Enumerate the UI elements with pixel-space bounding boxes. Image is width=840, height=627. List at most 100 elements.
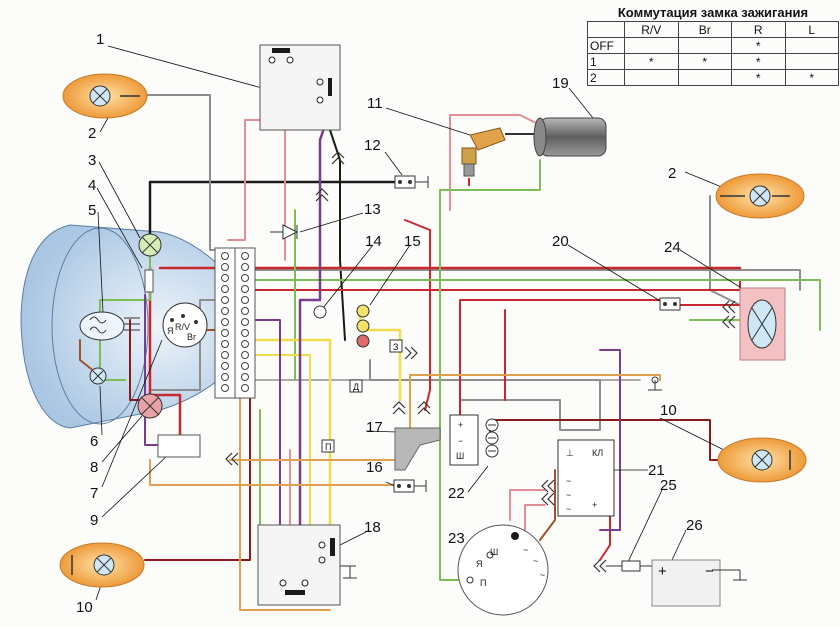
turn-signal-lamp-rear-left xyxy=(59,542,145,588)
relay-regulator: + − Ш xyxy=(449,414,499,466)
flasher-relay xyxy=(739,287,786,361)
terminal-screw xyxy=(221,285,229,293)
terminal-screw xyxy=(241,351,249,359)
wire-black xyxy=(148,180,402,247)
callout-23: 23 xyxy=(448,530,465,547)
wire-green xyxy=(439,159,541,581)
relay-minus: − xyxy=(458,436,463,446)
callout-leaders xyxy=(95,45,749,601)
terminal-screw xyxy=(241,307,249,315)
wire-grey xyxy=(149,299,229,391)
terminal-screw xyxy=(241,373,249,381)
terminal-screw xyxy=(241,329,249,337)
table-cell: * xyxy=(784,69,839,86)
ignition-switching-table: Коммутация замка зажигания R/V Br R L OF… xyxy=(587,4,839,86)
callout-10: 10 xyxy=(660,402,677,419)
callout-11: 11 xyxy=(367,95,383,112)
top-switch-block xyxy=(259,44,341,131)
reg-kl: КЛ xyxy=(592,448,603,458)
ac-symbol: ~ xyxy=(533,556,538,566)
wire-pink xyxy=(524,504,546,541)
neutral-switch xyxy=(659,297,681,311)
terminal-screw xyxy=(241,318,249,326)
turn-signal-lamp-front-right xyxy=(715,173,805,219)
resistor-element xyxy=(144,269,154,293)
wire-brown xyxy=(79,339,96,373)
terminal-screw xyxy=(241,252,249,260)
wire-orange xyxy=(239,394,331,611)
table-row: 2 * * xyxy=(587,69,839,86)
switch-label-ya: Я xyxy=(167,326,174,336)
callout-14: 14 xyxy=(365,233,382,250)
table-row-label: 2 xyxy=(587,69,625,86)
brake-switch-rear xyxy=(393,479,427,493)
callout-2: 2 xyxy=(88,125,96,142)
callout-20: 20 xyxy=(552,233,569,250)
relay-sh: Ш xyxy=(456,451,464,461)
callout-26: 26 xyxy=(686,517,703,534)
generator: Я Ш П ~ ~ ~ xyxy=(457,524,549,616)
interrupter-relay xyxy=(157,434,201,458)
box-label-p: П xyxy=(325,442,331,452)
battery: + − xyxy=(651,559,747,607)
terminal-screw xyxy=(221,296,229,304)
connector-chevrons xyxy=(315,151,736,573)
ground-symbol xyxy=(648,376,662,391)
reg-plus: + xyxy=(592,500,597,510)
callout-25: 25 xyxy=(660,477,677,494)
callout-18: 18 xyxy=(364,519,381,536)
ignition-switch: R/V Br Я xyxy=(162,302,208,348)
wire-black xyxy=(329,94,346,341)
parking-lamp xyxy=(89,367,107,385)
wire-red xyxy=(148,266,182,442)
terminal-screw xyxy=(241,296,249,304)
ignition-table-title: Коммутация замка зажигания xyxy=(617,5,809,20)
callout-12: 12 xyxy=(364,137,381,154)
box-label-z: З xyxy=(393,342,398,352)
spark-plug xyxy=(461,127,506,186)
callout-21: 21 xyxy=(648,462,665,479)
terminal-screw xyxy=(221,351,229,359)
table-row: 1 * * * xyxy=(587,53,839,70)
indicator-lamp-green xyxy=(138,233,162,257)
terminal-screw xyxy=(241,285,249,293)
callout-19: 19 xyxy=(552,75,569,92)
switch-label-rv: R/V xyxy=(175,322,190,332)
callout-13: 13 xyxy=(364,201,381,218)
callout-10: 10 xyxy=(76,599,93,616)
table-cell xyxy=(677,69,732,86)
callout-17: 17 xyxy=(366,419,383,436)
table-cell xyxy=(624,69,679,86)
wire-orange xyxy=(229,374,661,461)
wire-orange xyxy=(149,459,401,486)
switch-label-br: Br xyxy=(187,332,196,342)
callout-24: 24 xyxy=(664,239,681,256)
box-label-d: Д xyxy=(353,382,359,392)
terminal-screw xyxy=(221,274,229,282)
speedometer-lamp xyxy=(313,305,327,319)
indicator-lamp-cluster xyxy=(356,304,370,348)
ac-symbol: ~ xyxy=(540,570,545,580)
callout-9: 9 xyxy=(90,512,98,529)
terminal-screw xyxy=(221,263,229,271)
wire-brown xyxy=(539,469,556,541)
brake-switch-front xyxy=(394,175,429,189)
horn xyxy=(394,427,441,471)
terminal-screw xyxy=(221,307,229,315)
battery-plus: + xyxy=(658,563,667,580)
callout-7: 7 xyxy=(90,485,98,502)
headlight-bulb xyxy=(79,311,140,341)
wire-yellow xyxy=(226,338,332,592)
wire-pink xyxy=(449,114,541,211)
callout-3: 3 xyxy=(88,152,96,169)
terminal-screw xyxy=(221,373,229,381)
table-cell: * xyxy=(731,69,786,86)
gen-label-ya: Я xyxy=(476,559,483,569)
callout-8: 8 xyxy=(90,459,98,476)
callout-22: 22 xyxy=(448,485,465,502)
wire-pink xyxy=(509,489,546,521)
ac-symbol: ~ xyxy=(523,545,528,555)
terminal-screw xyxy=(241,362,249,370)
diode xyxy=(270,224,299,240)
